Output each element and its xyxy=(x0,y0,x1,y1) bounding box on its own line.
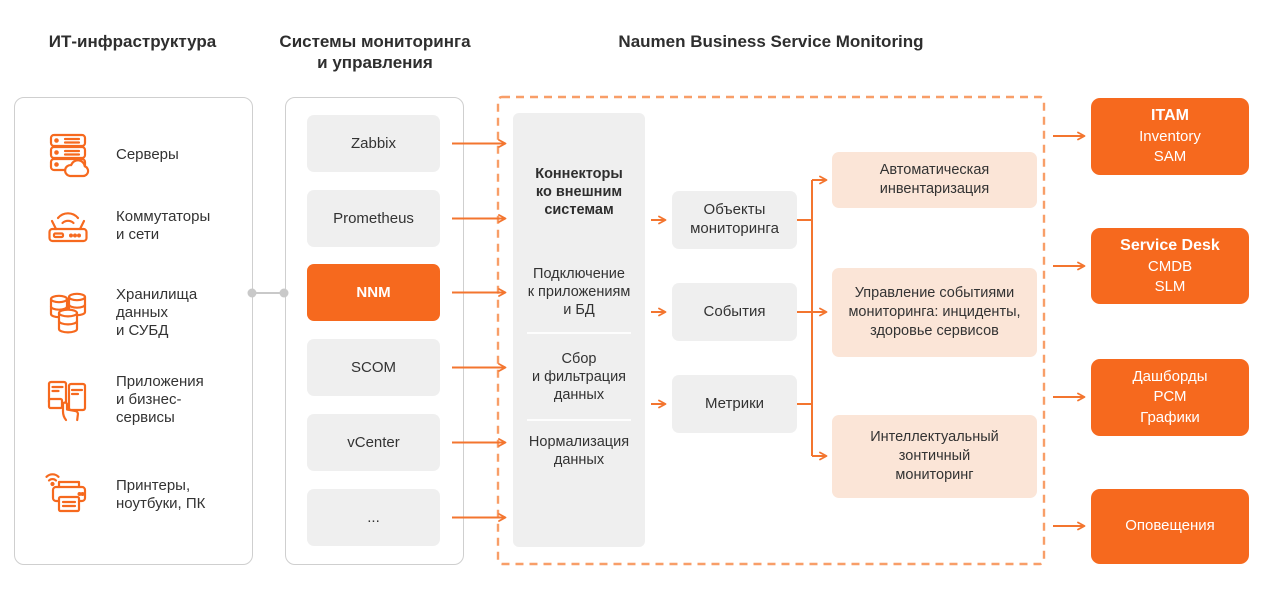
output-line: Графики xyxy=(1140,408,1200,426)
infra-item-network: Коммутаторы и сети xyxy=(44,196,244,256)
output-itam: ITAM Inventory SAM xyxy=(1091,98,1249,175)
connectors-section-normalization: Нормализация данных xyxy=(528,434,630,468)
infra-item-label: Приложения и бизнес- сервисы xyxy=(116,372,204,427)
database-icon xyxy=(49,292,87,334)
monitoring-systems-panel xyxy=(285,97,464,565)
infra-item-label: Коммутаторы и сети xyxy=(116,207,211,243)
output-notifications: Оповещения xyxy=(1091,489,1249,564)
section-divider xyxy=(527,419,631,421)
system-vcenter: vCenter xyxy=(307,414,440,471)
entity-monitoring-objects: Объекты мониторинга xyxy=(672,191,797,249)
connectors-section-external: Коннекторы ко внешним системам xyxy=(535,166,623,218)
infra-item-applications: Приложения и бизнес- сервисы xyxy=(44,370,244,430)
system-scom: SCOM xyxy=(307,339,440,396)
function-umbrella-monitoring: Интеллектуальный зонтичный мониторинг xyxy=(832,415,1037,498)
section-divider xyxy=(527,332,631,334)
connectors-section-collect-filter: Сбор и фильтрация данных xyxy=(531,351,627,403)
apps-icon xyxy=(47,380,87,422)
output-line: ITAM xyxy=(1151,107,1189,125)
output-line: SAM xyxy=(1153,148,1187,166)
output-dashboards: Дашборды РСМ Графики xyxy=(1091,359,1249,436)
infra-to-monitoring-link xyxy=(247,288,289,298)
output-line: CMDB xyxy=(1147,257,1193,275)
output-line: Оповещения xyxy=(1125,517,1215,535)
output-line: SLM xyxy=(1154,277,1186,295)
monitoring-column-title: Системы мониторинга и управления xyxy=(279,32,471,73)
connectors-section-apps-db: Подключение к приложениям и БД xyxy=(527,266,631,318)
system-prometheus: Prometheus xyxy=(307,190,440,247)
infra-item-printers: Принтеры, ноутбуки, ПК xyxy=(44,465,244,525)
function-event-management: Управление событиями мониторинга: инциде… xyxy=(832,268,1037,357)
infra-item-storage: Хранилища данных и СУБД xyxy=(44,283,244,343)
output-line: Inventory xyxy=(1139,128,1201,146)
output-line: РСМ xyxy=(1153,388,1187,406)
output-service-desk: Service Desk CMDB SLM xyxy=(1091,228,1249,304)
infra-item-label: Принтеры, ноутбуки, ПК xyxy=(116,476,206,512)
printer-icon xyxy=(45,473,87,513)
infra-item-label: Серверы xyxy=(116,145,179,163)
infra-item-servers: Серверы xyxy=(44,125,244,185)
system-other: ... xyxy=(307,489,440,546)
system-zabbix: Zabbix xyxy=(307,115,440,172)
infra-item-label: Хранилища данных и СУБД xyxy=(116,285,198,340)
naumen-bsm-title: Naumen Business Service Monitoring xyxy=(618,32,924,51)
output-line: Service Desk xyxy=(1120,236,1220,254)
entity-events: События xyxy=(672,283,797,341)
function-auto-inventory: Автоматическая инвентаризация xyxy=(832,152,1037,208)
connectors-to-entities-arrows xyxy=(651,215,667,409)
system-nnm: NNM xyxy=(307,264,440,321)
infrastructure-column-title: ИТ-инфраструктура xyxy=(48,32,217,51)
router-icon xyxy=(48,212,88,243)
servers-icon xyxy=(49,133,90,178)
entities-to-functions-bus xyxy=(797,175,828,461)
entity-metrics: Метрики xyxy=(672,375,797,433)
bsm-to-outputs-arrows xyxy=(1053,131,1086,531)
output-line: Дашборды xyxy=(1132,368,1208,386)
